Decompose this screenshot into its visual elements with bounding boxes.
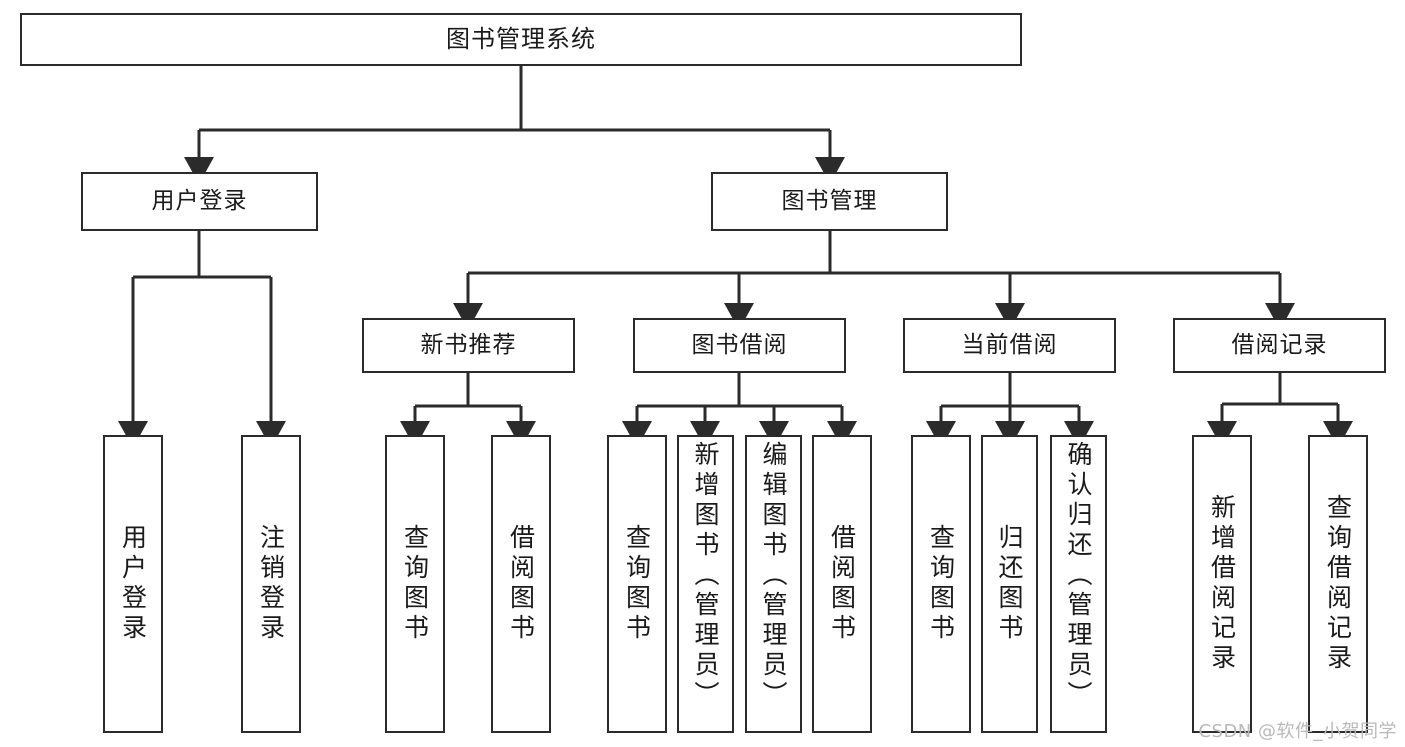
node-new-book-recommend-label: 新书推荐 — [420, 331, 517, 358]
node-borrow-record-label: 借阅记录 — [1231, 331, 1328, 358]
node-book-manage-label: 图书管理 — [781, 187, 878, 214]
node-user-login[interactable]: 用户登录 — [81, 172, 318, 231]
node-leaf-add-record-label: 新增借阅记录 — [1207, 494, 1237, 674]
node-leaf-borrow-book-2-label: 借阅图书 — [827, 524, 857, 644]
node-leaf-edit-book[interactable]: 编辑图书（管理员） — [745, 435, 802, 733]
node-current-borrow-label: 当前借阅 — [961, 331, 1058, 358]
node-leaf-confirm-return[interactable]: 确认归还（管理员） — [1050, 435, 1107, 733]
node-leaf-confirm-return-label: 确认归还（管理员） — [1064, 441, 1093, 711]
node-leaf-user-logout-label: 注销登录 — [256, 524, 286, 644]
node-leaf-borrow-book-2[interactable]: 借阅图书 — [812, 435, 872, 733]
node-leaf-query-book-2[interactable]: 查询图书 — [607, 435, 667, 733]
node-leaf-return-book-label: 归还图书 — [995, 524, 1024, 644]
node-user-login-label: 用户登录 — [151, 187, 248, 214]
node-leaf-query-book-2-label: 查询图书 — [622, 524, 652, 644]
node-leaf-user-login-label: 用户登录 — [118, 524, 148, 644]
node-book-borrow-label: 图书借阅 — [691, 331, 788, 358]
node-borrow-record[interactable]: 借阅记录 — [1173, 318, 1386, 373]
node-book-borrow[interactable]: 图书借阅 — [633, 318, 846, 373]
node-leaf-query-record-label: 查询借阅记录 — [1323, 494, 1353, 674]
node-leaf-user-logout[interactable]: 注销登录 — [241, 435, 301, 733]
node-root-label: 图书管理系统 — [446, 25, 596, 54]
node-leaf-borrow-book-1[interactable]: 借阅图书 — [491, 435, 551, 733]
node-new-book-recommend[interactable]: 新书推荐 — [362, 318, 575, 373]
node-leaf-add-book-label: 新增图书（管理员） — [691, 441, 720, 711]
node-leaf-return-book[interactable]: 归还图书 — [981, 435, 1038, 733]
node-leaf-add-record[interactable]: 新增借阅记录 — [1192, 435, 1252, 733]
node-leaf-query-book-3-label: 查询图书 — [926, 524, 956, 644]
node-leaf-query-book-1-label: 查询图书 — [400, 524, 430, 644]
node-leaf-query-book-1[interactable]: 查询图书 — [385, 435, 445, 733]
node-leaf-user-login[interactable]: 用户登录 — [103, 435, 163, 733]
node-book-manage[interactable]: 图书管理 — [711, 172, 948, 231]
node-root[interactable]: 图书管理系统 — [20, 13, 1022, 66]
node-leaf-query-book-3[interactable]: 查询图书 — [911, 435, 971, 733]
node-leaf-query-record[interactable]: 查询借阅记录 — [1308, 435, 1368, 733]
node-leaf-add-book[interactable]: 新增图书（管理员） — [677, 435, 734, 733]
node-leaf-borrow-book-1-label: 借阅图书 — [506, 524, 536, 644]
node-leaf-edit-book-label: 编辑图书（管理员） — [759, 441, 788, 711]
node-current-borrow[interactable]: 当前借阅 — [903, 318, 1116, 373]
